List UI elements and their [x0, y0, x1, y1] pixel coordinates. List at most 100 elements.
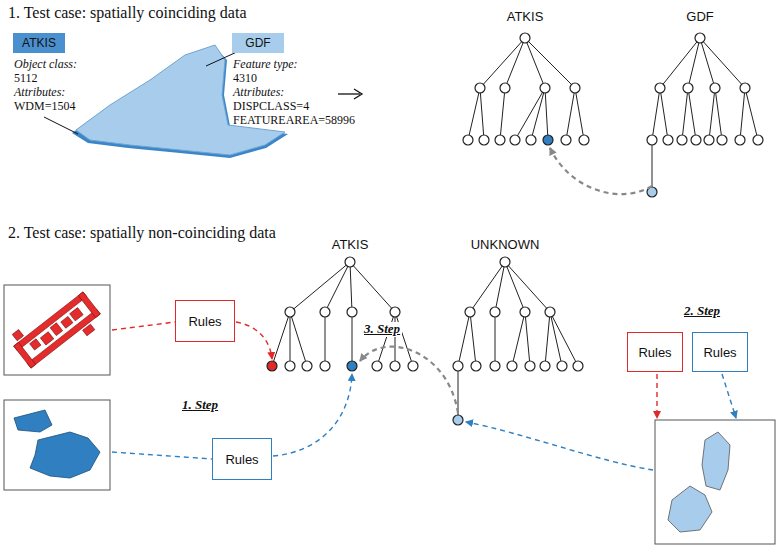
tree-node: [557, 361, 567, 371]
tree-node: [520, 33, 530, 43]
lake-polygon: [14, 410, 52, 432]
image-frame: [4, 285, 110, 375]
tree-node: [347, 307, 357, 317]
dashed-flow: [656, 374, 657, 418]
tree-branch: [505, 38, 525, 88]
tree-node: [475, 83, 485, 93]
tree-branch: [505, 262, 550, 312]
step-label: 2. Step: [682, 304, 722, 319]
tree-node: [500, 257, 510, 267]
attribute-text: WDM=1504: [14, 100, 75, 114]
building-footprints: [8, 284, 106, 375]
node-text: Rules: [225, 452, 258, 467]
tree-branch: [290, 312, 291, 366]
tree-branch: [505, 262, 525, 312]
section-heading: 1. Test case: spatially coinciding data: [8, 4, 247, 22]
tree-node: [408, 361, 418, 371]
tree-node: [740, 83, 750, 93]
attribute-text: DISPCLASS=4: [233, 100, 309, 114]
tree-branch: [660, 88, 668, 140]
dashed-flow: [550, 148, 652, 194]
tree-node: [390, 307, 400, 317]
tree-branch: [290, 262, 350, 312]
tree-branch: [682, 88, 688, 140]
attribute-text: Attributes:: [14, 86, 65, 100]
tree-node: [663, 135, 673, 145]
node-text: Rules: [703, 345, 736, 360]
tree-node: [347, 361, 357, 371]
tree-node: [285, 307, 295, 317]
tree-node: [543, 135, 553, 145]
attribute-text: 5112: [14, 72, 38, 86]
tree-branch: [531, 88, 545, 140]
tree-node: [677, 135, 687, 145]
tree-node: [545, 307, 555, 317]
tree-node: [655, 83, 665, 93]
tree-branch: [652, 140, 653, 192]
tree-branch: [545, 88, 548, 140]
tree-node: [704, 135, 714, 145]
lake-polygon: [668, 486, 712, 532]
tree-branch: [525, 38, 545, 88]
tree-node: [302, 361, 312, 371]
leader-line: [44, 117, 78, 134]
tree-branch: [480, 88, 484, 140]
dashed-flow: [722, 374, 736, 418]
tree-branch: [700, 38, 715, 88]
rules-box: Rules: [212, 438, 272, 480]
tree-heading: ATKIS: [507, 10, 544, 25]
lake-polygon: [30, 432, 100, 478]
node-text: ATKIS: [22, 36, 56, 50]
tree-node: [683, 83, 693, 93]
tree-branch: [468, 88, 480, 140]
tree-branch: [550, 312, 562, 366]
tree-node: [570, 83, 580, 93]
tree-branch: [325, 262, 350, 312]
step-label: 3. Step: [362, 322, 402, 337]
dashed-flow: [273, 374, 352, 456]
tree-branch: [525, 312, 530, 366]
tree-node: [345, 257, 355, 267]
dashed-flow: [360, 347, 458, 413]
tree-branch: [575, 88, 584, 140]
tree-branch: [709, 88, 715, 140]
tree-node: [372, 361, 382, 371]
tree-node: [453, 361, 463, 371]
tree-node: [753, 135, 763, 145]
tree-node: [691, 135, 701, 145]
tree-branch: [495, 312, 496, 366]
attribute-text: Object class:: [14, 58, 77, 72]
tree-node: [579, 135, 589, 145]
tree-branch: [550, 312, 578, 366]
tree-branch: [480, 38, 525, 88]
tree-node: [561, 135, 571, 145]
image-frame: [655, 420, 775, 544]
tree-node: [479, 135, 489, 145]
tree-node: [526, 135, 536, 145]
tree-node: [647, 135, 657, 145]
dashed-flow: [466, 422, 653, 470]
tree-node: [507, 361, 517, 371]
tree-branch: [745, 88, 758, 140]
dashed-flow: [112, 452, 212, 459]
tree-node: [465, 307, 475, 317]
tree-node: [525, 361, 535, 371]
step-label: 1. Step: [180, 398, 220, 413]
lake-polygon: [702, 432, 730, 490]
tree-node: [573, 361, 583, 371]
tree-branch: [395, 312, 396, 366]
tree-node: [540, 83, 550, 93]
image-frame: [4, 400, 110, 490]
tree-branch: [652, 88, 660, 140]
attribute-text: Attributes:: [233, 86, 284, 100]
node-text: GDF: [245, 36, 270, 50]
tree-branch: [272, 312, 290, 366]
tree-node: [320, 361, 330, 371]
tree-branch: [470, 262, 505, 312]
tree-branch: [688, 38, 700, 88]
tree-heading: UNKNOWN: [471, 238, 540, 253]
tree-node: [320, 307, 330, 317]
node-text: Rules: [188, 314, 221, 329]
tree-branch: [740, 88, 745, 140]
